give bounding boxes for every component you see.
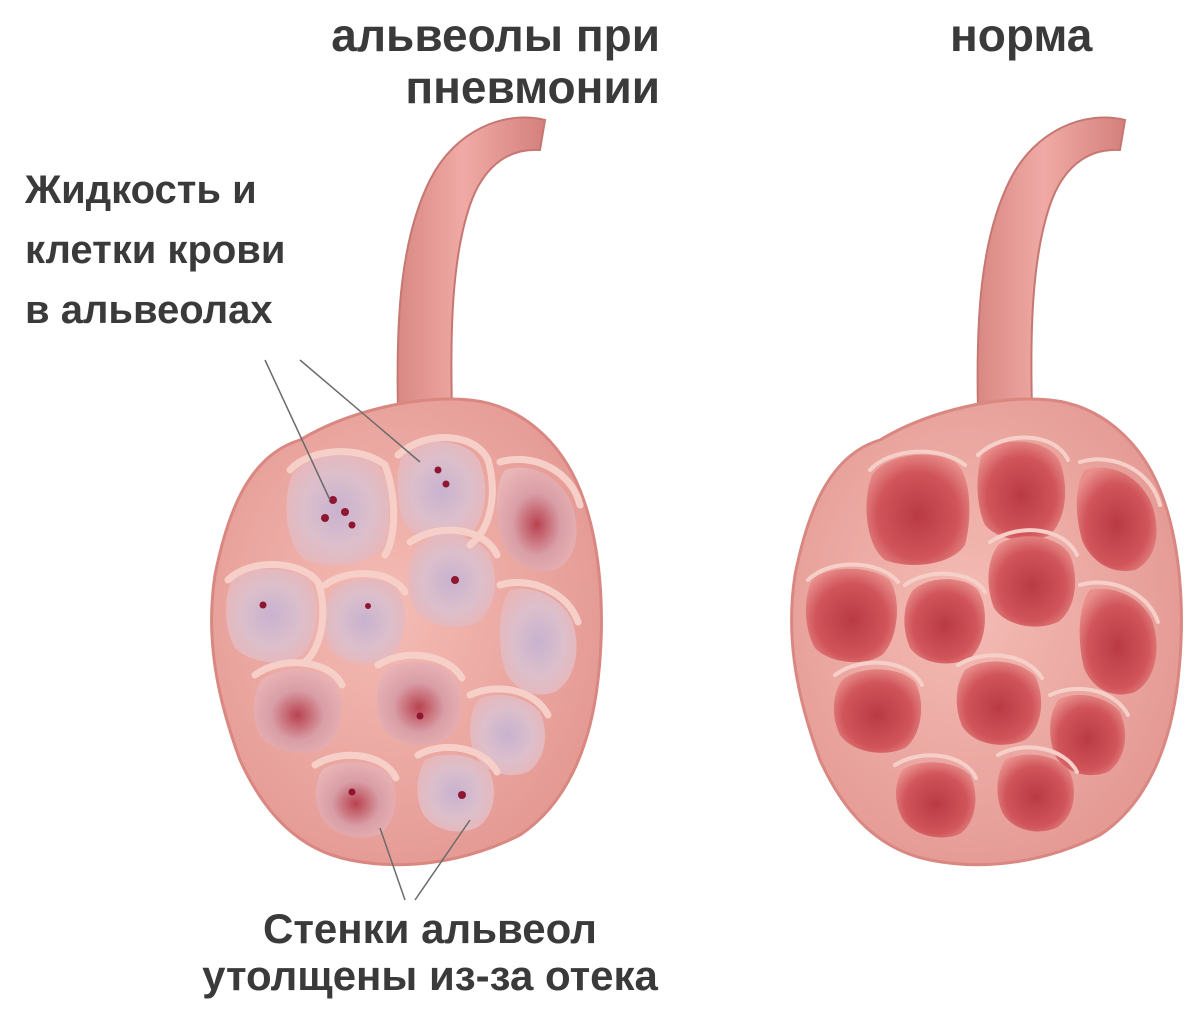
pneumonia-title-line-1: альвеолы при <box>230 10 660 62</box>
fluid-note-line-3: в альвеолах <box>25 280 286 340</box>
pneumonia-title-line-2: пневмонии <box>230 62 660 114</box>
pneumonia-title: альвеолы при пневмонии <box>230 10 660 113</box>
walls-note-line-1: Стенки альвеол <box>150 905 710 952</box>
normal-alveoli <box>792 118 1182 865</box>
fluid-note-line-2: клетки крови <box>25 220 286 280</box>
walls-note-line-2: утолщены из-за отека <box>150 952 710 999</box>
normal-bronchiole-tube <box>978 118 1125 411</box>
fluid-note-line-1: Жидкость и <box>25 160 286 220</box>
walls-thickened-note: Стенки альвеол утолщены из-за отека <box>150 905 710 999</box>
bronchiole-tube <box>398 118 545 411</box>
fluid-cells-note: Жидкость и клетки крови в альвеолах <box>25 160 286 340</box>
normal-title: норма <box>950 10 1092 62</box>
